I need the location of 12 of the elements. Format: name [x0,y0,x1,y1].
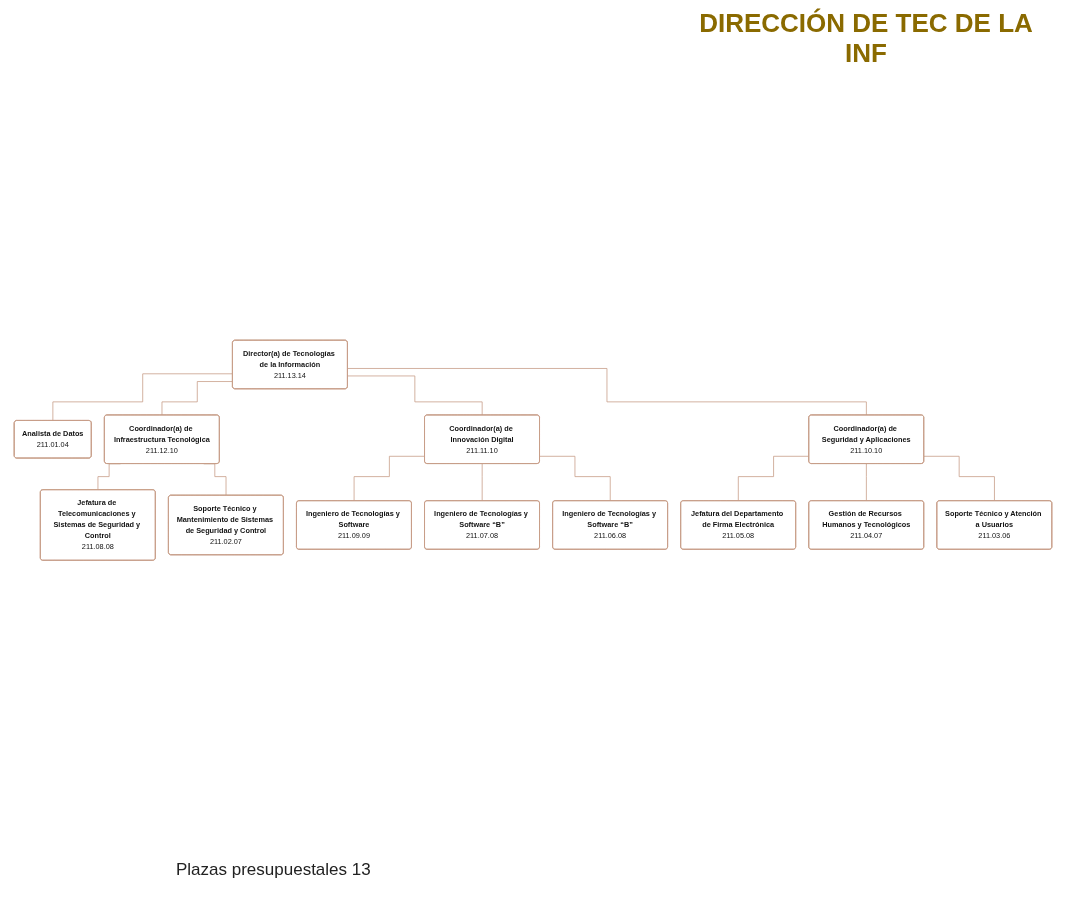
note-text: Plazas presupuestales 13 [176,860,371,880]
connector [347,375,483,416]
connector [866,463,867,502]
connector [161,380,234,416]
connector [923,455,995,502]
title: DIRECCIÓN DE TEC DE LA INF [698,8,1034,68]
connector [52,373,234,421]
connector [539,455,611,502]
connector [353,455,426,502]
connector [347,367,867,416]
connector [737,455,810,502]
connector [481,463,483,502]
